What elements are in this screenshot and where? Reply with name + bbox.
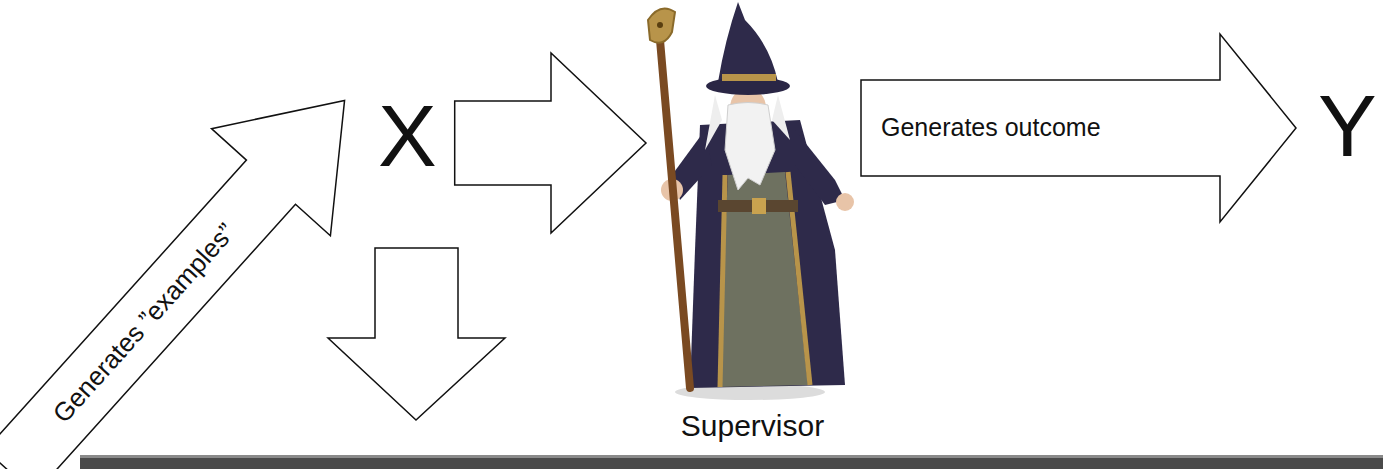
- wizard-figure: [648, 2, 854, 400]
- arrow-label: Generates outcome: [881, 114, 1101, 142]
- diagonal-arrow: [0, 47, 404, 469]
- photo-strip: [80, 455, 1383, 469]
- block-arrow: [455, 53, 646, 233]
- down-arrow: [328, 248, 505, 420]
- variable-name: Y: [1318, 82, 1377, 170]
- photo-strip-highlight: [80, 455, 1383, 458]
- variable-name: X: [378, 92, 437, 180]
- arrow-label: Generates ”examples”: [47, 218, 240, 428]
- figure-caption: Supervisor: [681, 409, 824, 442]
- supervisor-figure: Supervisor: [650, 0, 855, 442]
- block-arrow: [861, 34, 1296, 222]
- variable-letter: X: [378, 92, 437, 180]
- variable-letter: Y: [1318, 82, 1377, 170]
